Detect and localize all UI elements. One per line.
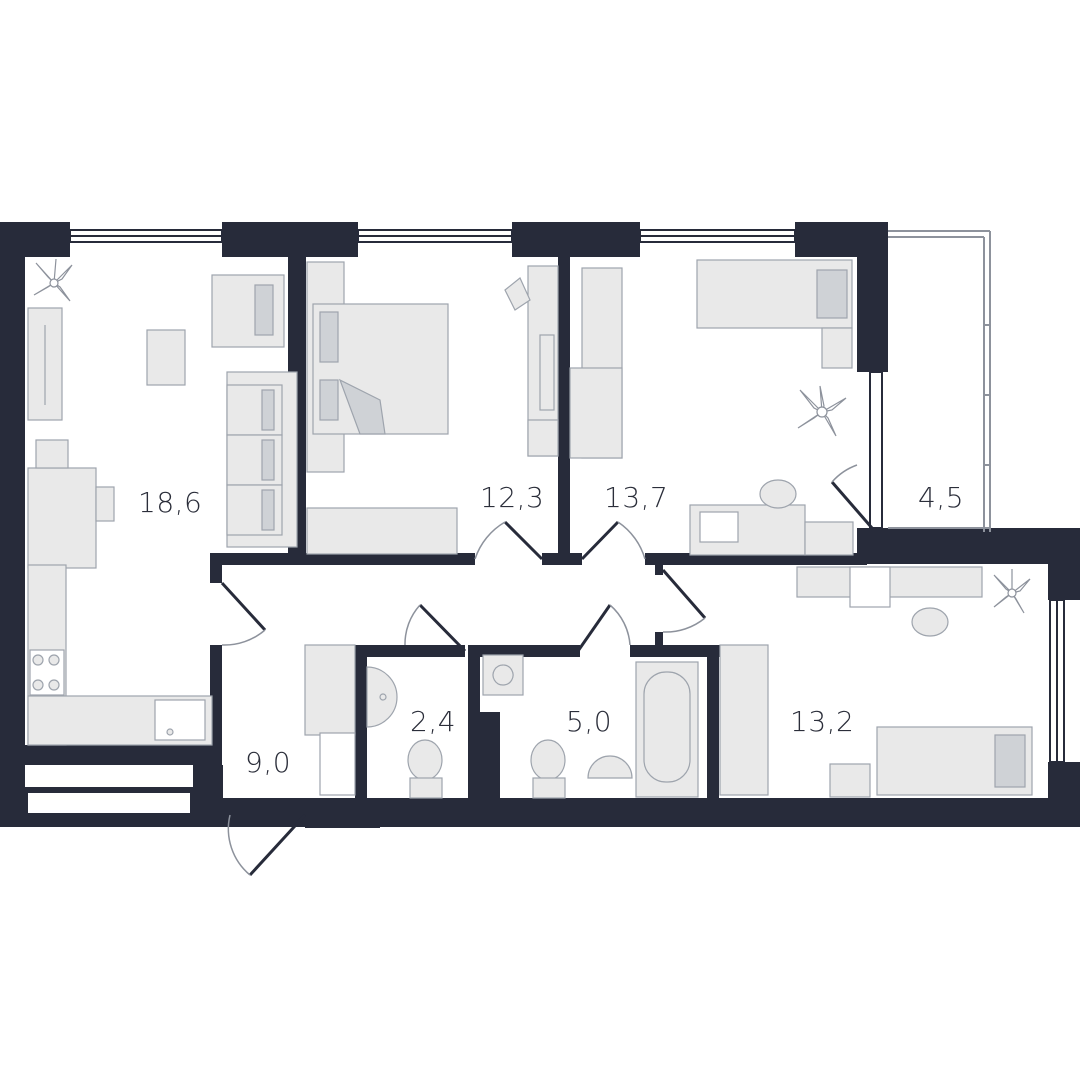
bathtub-icon	[635, 661, 699, 798]
desk-icon	[796, 566, 983, 637]
plant-icon	[993, 569, 1031, 614]
coffee-table-icon	[146, 329, 186, 386]
chair-icon	[759, 479, 797, 509]
bedroom-2-area: 13,7	[604, 481, 668, 514]
laptop-icon	[699, 511, 739, 543]
door-icon	[220, 581, 267, 646]
kitchen-counter-icon	[27, 564, 213, 746]
door-icon	[474, 520, 544, 561]
walls	[0, 222, 1080, 828]
bathroom-area: 5,0	[566, 705, 612, 738]
balcony-frame	[888, 230, 991, 532]
wardrobe-icon	[306, 507, 458, 555]
bottom-left-recess	[22, 787, 196, 819]
door-icon	[404, 603, 467, 653]
toilet-area: 2,4	[410, 705, 456, 738]
double-bed-icon	[312, 303, 449, 435]
bedroom-3-area: 13,2	[790, 705, 854, 738]
door-icon	[830, 464, 874, 529]
plants	[33, 258, 1031, 614]
armchair-icon	[211, 274, 285, 348]
hallway-area: 9,0	[245, 746, 291, 779]
bottom-left-gap	[25, 765, 193, 790]
sofa-icon	[226, 371, 298, 548]
wardrobe-icon	[719, 644, 769, 796]
balcony-area: 4,5	[918, 481, 964, 514]
laptop-icon	[849, 566, 891, 608]
single-bed-icon	[876, 726, 1033, 796]
door-icon	[576, 604, 631, 652]
windows	[69, 229, 1065, 763]
area-labels: 18,6 12,3 13,7 4,5 9,0 2,4 5,0 13,2	[138, 481, 964, 779]
sink-icon	[154, 699, 206, 741]
doors	[220, 464, 874, 877]
door-icon	[661, 569, 707, 633]
door-icon	[227, 813, 307, 877]
sink-icon	[587, 755, 633, 779]
plant-icon	[797, 385, 847, 437]
wardrobe-icon	[304, 644, 356, 736]
sink-icon	[366, 666, 398, 728]
dining-table-icon	[27, 439, 115, 569]
nightstand-icon	[829, 763, 871, 798]
chair-icon	[911, 607, 949, 637]
desk-icon	[504, 265, 559, 457]
toilet-icon	[407, 739, 443, 799]
washing-machine-icon	[482, 654, 524, 696]
furniture	[27, 259, 1033, 799]
single-bed-icon	[696, 259, 853, 369]
bedroom-1-area: 12,3	[480, 481, 544, 514]
door-icon	[580, 520, 646, 561]
shoe-rack-icon	[319, 732, 356, 796]
toilet-icon	[530, 739, 566, 799]
chair-icon	[504, 277, 531, 311]
plant-icon	[33, 258, 73, 302]
window-icon	[869, 371, 883, 529]
desk-icon	[689, 479, 854, 556]
living-kitchen-area: 18,6	[138, 486, 202, 519]
